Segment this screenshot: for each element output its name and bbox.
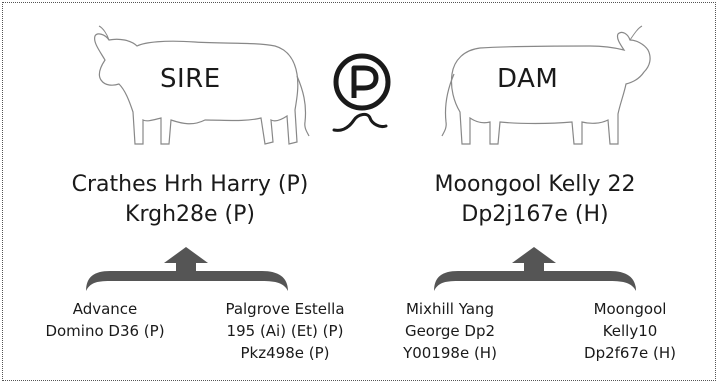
parent-line: Palgrove Estella xyxy=(225,300,345,318)
parent-line: George Dp2 xyxy=(404,322,496,340)
diagram-frame xyxy=(2,2,716,381)
parent-line: Advance xyxy=(72,300,138,318)
sire-name-line2: Krgh28e (P) xyxy=(125,202,255,227)
sire-name-line1: Crathes Hrh Harry (P) xyxy=(71,172,309,197)
parent-line: 195 (Ai) (Et) (P) xyxy=(226,322,344,340)
parent-line: Domino D36 (P) xyxy=(45,322,165,340)
parent-line: Dp2f67e (H) xyxy=(584,344,676,362)
sire-label: SIRE xyxy=(160,64,221,94)
dam-name-line1: Moongool Kelly 22 xyxy=(434,172,636,197)
sire-cow-icon xyxy=(94,25,310,145)
parent-line: Moongool xyxy=(593,300,667,318)
dam-brace-arrow xyxy=(434,247,636,291)
dam-cow-icon xyxy=(441,25,651,145)
dam-name-line2: Dp2j167e (H) xyxy=(461,202,609,227)
sire-parent-1: Advance Domino D36 (P) xyxy=(20,298,190,342)
sire-name: Crathes Hrh Harry (P) Krgh28e (P) xyxy=(40,170,340,230)
parent-line: Kelly10 xyxy=(602,322,658,340)
polled-icon xyxy=(332,53,391,132)
parent-line: Mixhill Yang xyxy=(405,300,495,318)
dam-parent-2: Moongool Kelly10 Dp2f67e (H) xyxy=(560,298,700,364)
parent-line: Y00198e (H) xyxy=(403,344,497,362)
sire-parent-2: Palgrove Estella 195 (Ai) (Et) (P) Pkz49… xyxy=(205,298,365,364)
dam-name: Moongool Kelly 22 Dp2j167e (H) xyxy=(385,170,685,230)
parent-line: Pkz498e (P) xyxy=(240,344,330,362)
dam-label: DAM xyxy=(497,64,559,94)
sire-brace-arrow xyxy=(86,247,288,291)
dam-parent-1: Mixhill Yang George Dp2 Y00198e (H) xyxy=(380,298,520,364)
